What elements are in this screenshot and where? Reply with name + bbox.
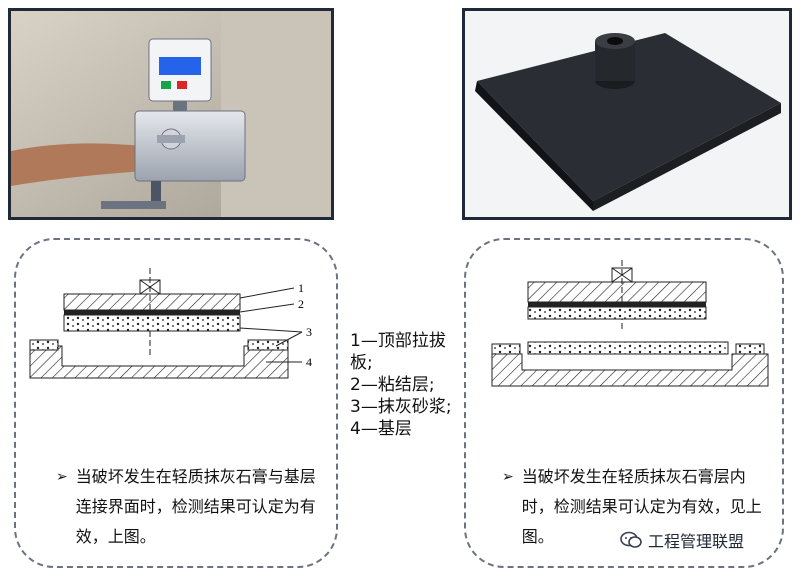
legend-item: 2—粘结层;: [350, 375, 435, 395]
steel-plate-photo: [462, 8, 792, 220]
wechat-icon: [620, 531, 642, 548]
legend-item: 3—抹灰砂浆;: [350, 397, 452, 417]
legend-item: 4—基层: [350, 419, 412, 439]
left-bullet-text: 当破坏发生在轻质抹灰石膏与基层连接界面时，检测结果可认定为有效，上图。: [75, 467, 316, 546]
label-1: 1: [298, 281, 304, 295]
in-layer-failure-diagram: [491, 260, 769, 387]
arrow-bullet-icon: ➢: [56, 469, 68, 485]
right-bullet: ➢ 当破坏发生在轻质抹灰石膏层内时，检测结果可认定为有效，见上图。: [502, 462, 772, 552]
watermark-text: 工程管理联盟: [648, 532, 745, 551]
watermark: 工程管理联盟: [620, 528, 744, 552]
interface-failure-diagram: 1 2 3 4: [29, 268, 312, 379]
pull-tester-illustration: [11, 11, 331, 217]
arrow-bullet-icon: ➢: [502, 469, 514, 485]
steel-plate-illustration: [465, 11, 789, 217]
left-diagram-panel: [14, 238, 338, 568]
label-4: 4: [306, 355, 312, 369]
label-2: 2: [298, 297, 304, 311]
legend-item: 1—顶部拉拔板;: [350, 331, 446, 373]
left-bullet: ➢ 当破坏发生在轻质抹灰石膏与基层连接界面时，检测结果可认定为有效，上图。: [56, 462, 326, 552]
label-3: 3: [306, 325, 312, 339]
legend: 1—顶部拉拔板; 2—粘结层; 3—抹灰砂浆; 4—基层: [350, 330, 460, 440]
right-bullet-text: 当破坏发生在轻质抹灰石膏层内时，检测结果可认定为有效，见上图。: [521, 467, 762, 546]
pull-tester-photo: [8, 8, 334, 220]
